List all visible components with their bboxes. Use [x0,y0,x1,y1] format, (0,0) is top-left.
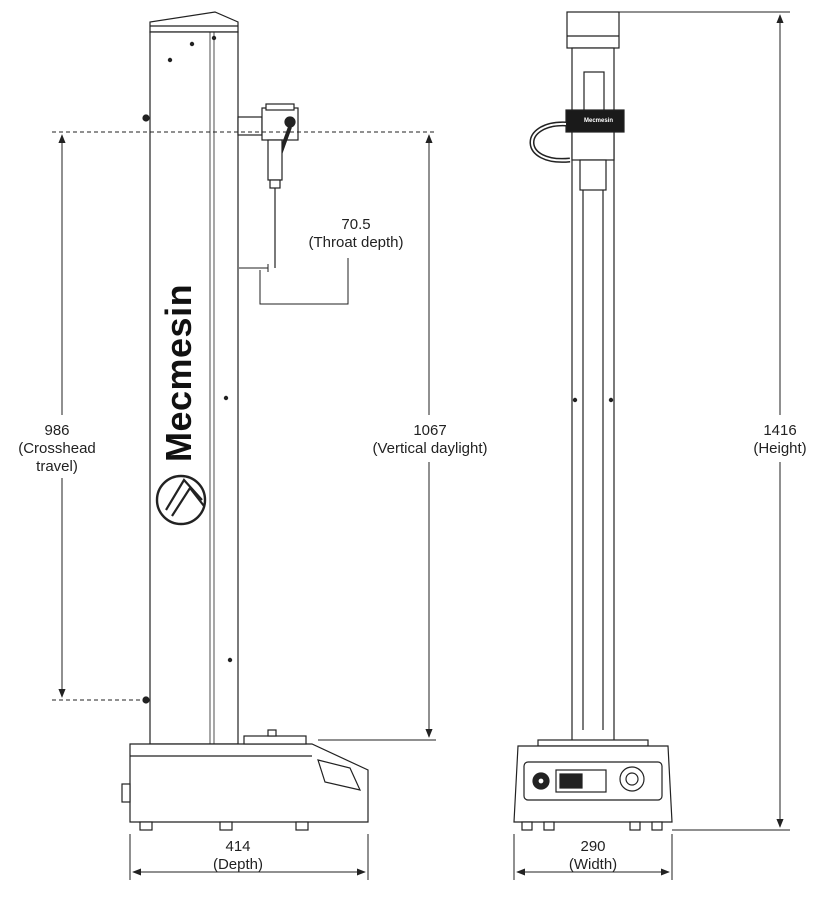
side-view [121,11,369,831]
logo-mark [155,474,207,526]
throat-depth-value: 70.5 [341,216,371,233]
depth-value: 414 [225,838,251,855]
height-label: (Height) [753,440,807,457]
crosshead-travel-label-line1: (Crosshead [18,440,96,457]
front-view [513,11,673,831]
side-brand-logo: Mecmesin [158,283,199,462]
daylight-label: (Vertical daylight) [372,440,488,457]
front-brand-badge: Mecmesin [584,118,614,124]
width-label: (Width) [568,856,618,873]
side-column [149,31,239,745]
width-value: 290 [580,838,606,855]
depth-label: (Depth) [212,856,264,873]
throat-depth-leader [259,258,349,305]
throat-depth-label: (Throat depth) [308,234,404,251]
crosshead-travel-value: 986 [44,422,70,439]
front-top-cap [566,11,620,49]
crosshead-travel-label-line2: travel) [36,458,78,475]
daylight-value: 1067 [413,422,447,439]
height-value: 1416 [763,422,797,439]
